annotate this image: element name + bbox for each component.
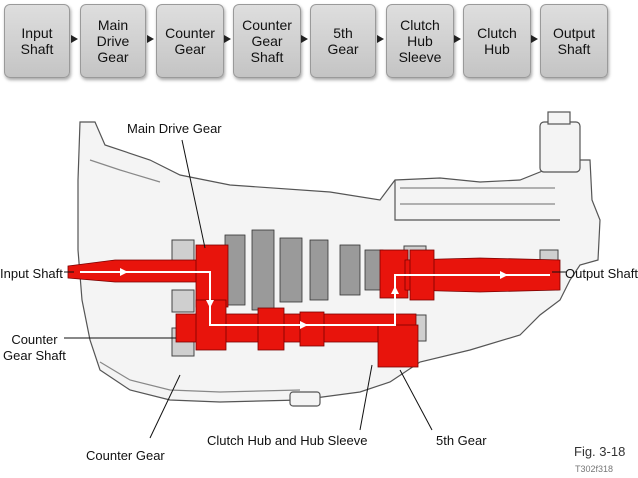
flow-arrow-icon xyxy=(224,35,231,43)
label-input-shaft: Input Shaft xyxy=(0,266,63,281)
flow-step-clutch-hub: Clutch Hub xyxy=(463,4,531,78)
flow-arrow-icon xyxy=(147,35,154,43)
label-clutch-hub-and-hub-sleeve: Clutch Hub and Hub Sleeve xyxy=(207,433,368,448)
label-5th-gear: 5th Gear xyxy=(436,433,487,448)
flow-arrow-icon xyxy=(531,35,538,43)
flow-step-main-drive-gear: Main Drive Gear xyxy=(80,4,146,78)
transmission-cutaway-diagram xyxy=(64,111,601,439)
flow-arrow-icon xyxy=(377,35,384,43)
power-flow-path xyxy=(67,244,561,368)
figure-code: T302f318 xyxy=(575,464,614,474)
leader-lines xyxy=(64,139,566,439)
figure-number: Fig. 3-18 xyxy=(574,444,626,459)
gear-stack xyxy=(224,229,384,311)
label-counter-gear: Counter Gear xyxy=(86,448,165,463)
flow-arrow-icon xyxy=(301,35,308,43)
flow-step-output-shaft: Output Shaft xyxy=(540,4,608,78)
flow-arrowheads xyxy=(120,268,508,329)
flow-step-input-shaft: Input Shaft xyxy=(4,4,70,78)
flow-step-5th-gear: 5th Gear xyxy=(310,4,376,78)
flow-arrow-icon xyxy=(454,35,461,43)
flow-arrow-icon xyxy=(71,35,78,43)
flow-step-counter-gear-shaft: Counter Gear Shaft xyxy=(233,4,301,78)
flow-step-counter-gear: Counter Gear xyxy=(156,4,224,78)
label-counter-gear-shaft: Counter Gear Shaft xyxy=(3,332,66,363)
power-flow-chart: Input Shaft Main Drive Gear Counter Gear… xyxy=(0,0,638,90)
label-output-shaft: Output Shaft xyxy=(565,266,638,281)
flow-step-clutch-hub-sleeve: Clutch Hub Sleeve xyxy=(386,4,454,78)
label-main-drive-gear: Main Drive Gear xyxy=(127,121,222,136)
